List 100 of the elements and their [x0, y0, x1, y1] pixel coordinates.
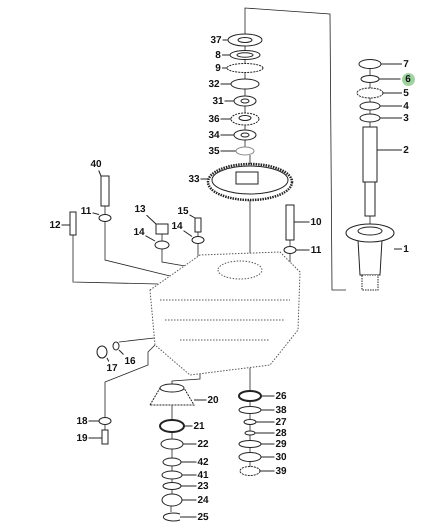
leader-line [260, 456, 275, 458]
plug [102, 430, 108, 444]
leader-line [183, 230, 192, 237]
washer [358, 59, 382, 69]
leader-line [224, 100, 234, 102]
leader-line [118, 350, 124, 355]
callout-number: 11 [310, 244, 322, 256]
seal-ring [160, 438, 184, 450]
callout-number: 24 [198, 494, 208, 506]
leader-line [180, 516, 197, 518]
callout-number: 35 [208, 146, 220, 156]
callout-number: 10 [310, 216, 322, 228]
washer [154, 240, 170, 250]
callout-number: 21 [194, 420, 204, 432]
pin [70, 212, 76, 236]
washer [192, 236, 204, 244]
leader-line [145, 235, 156, 242]
washer-drawing [234, 130, 256, 140]
callout-number: 41 [198, 470, 208, 480]
snap-ring-drawing [162, 512, 180, 522]
plug [96, 346, 108, 358]
callout-number: 18 [76, 416, 88, 426]
leader-line [200, 178, 208, 180]
washer [244, 419, 256, 425]
leader-line [220, 150, 236, 152]
washer-drawing [228, 34, 262, 46]
leader-line [222, 54, 230, 56]
assembly-line [104, 206, 106, 215]
callout-number: 15 [178, 206, 188, 216]
assembly-line [104, 344, 156, 418]
callout-number: 14 [172, 220, 182, 232]
callout-number: 11 [80, 206, 92, 216]
washer [360, 102, 380, 110]
assembly-line [104, 221, 170, 276]
assembly-line [244, 46, 246, 51]
assembly-line [162, 248, 186, 266]
assembly-line [244, 8, 346, 290]
callout-number: 40 [90, 158, 102, 170]
callout-number: 23 [198, 480, 208, 492]
bevel-gear-drawing [149, 384, 195, 406]
bearing-ring [162, 494, 182, 506]
leader-line [88, 420, 100, 422]
callout-number: 8 [215, 50, 221, 60]
callout-number: 33 [188, 174, 200, 184]
washer [112, 342, 120, 350]
o-ring [238, 440, 262, 448]
leader-line [189, 214, 196, 218]
callout-number: 28 [276, 428, 286, 438]
leader-line [394, 248, 402, 250]
callout-number: 29 [276, 438, 286, 450]
flange-shaft-drawing [346, 224, 394, 290]
housing-drawing [150, 252, 300, 376]
bearing-ring [238, 390, 262, 402]
callout-number: 37 [210, 34, 222, 46]
leader-line [182, 474, 197, 476]
callout-number: 38 [276, 404, 286, 416]
callout-number: 27 [276, 416, 286, 428]
ring-drawing [230, 78, 260, 90]
o-ring [360, 75, 380, 83]
callout-number: 36 [208, 114, 220, 124]
o-ring [236, 146, 254, 156]
callout-number: 42 [198, 456, 208, 468]
callout-number: 17 [106, 362, 118, 374]
callout-number: 16 [124, 356, 136, 366]
bearing-ring [238, 452, 262, 462]
bearing-ring [240, 466, 260, 476]
o-ring [162, 482, 182, 490]
callout-number: 13 [134, 204, 146, 214]
bolt [286, 204, 294, 240]
assembly-line [170, 506, 172, 512]
callout-number: 1 [403, 244, 409, 254]
washer-drawing [234, 96, 256, 106]
callout-number: 2 [403, 144, 409, 156]
callout-number: 4 [403, 100, 409, 112]
callout-number: 34 [208, 130, 220, 140]
snap-ring [162, 470, 182, 480]
callout-number: 39 [276, 466, 286, 476]
ring [238, 406, 262, 414]
washer [98, 214, 112, 222]
callout-number: 31 [212, 96, 224, 106]
bearing-drawing [230, 50, 260, 60]
callout-number: 6 [402, 72, 414, 86]
leader-line [382, 92, 402, 94]
washer [244, 430, 256, 436]
callout-number: 5 [403, 88, 409, 98]
callout-number: 3 [403, 112, 409, 124]
leader-line [260, 470, 275, 472]
assembly-line [104, 424, 106, 430]
assembly-line [244, 140, 246, 148]
washer [360, 114, 380, 122]
callout-number: 30 [276, 452, 286, 462]
leader-line [378, 78, 401, 80]
callout-number: 26 [276, 390, 286, 402]
leader-line [146, 214, 156, 224]
bolt [100, 176, 110, 206]
callout-number: 7 [403, 58, 409, 70]
leader-line [61, 224, 70, 226]
assembly-line [172, 374, 200, 384]
assembly-line [244, 124, 246, 130]
bearing-drawing [230, 112, 260, 126]
